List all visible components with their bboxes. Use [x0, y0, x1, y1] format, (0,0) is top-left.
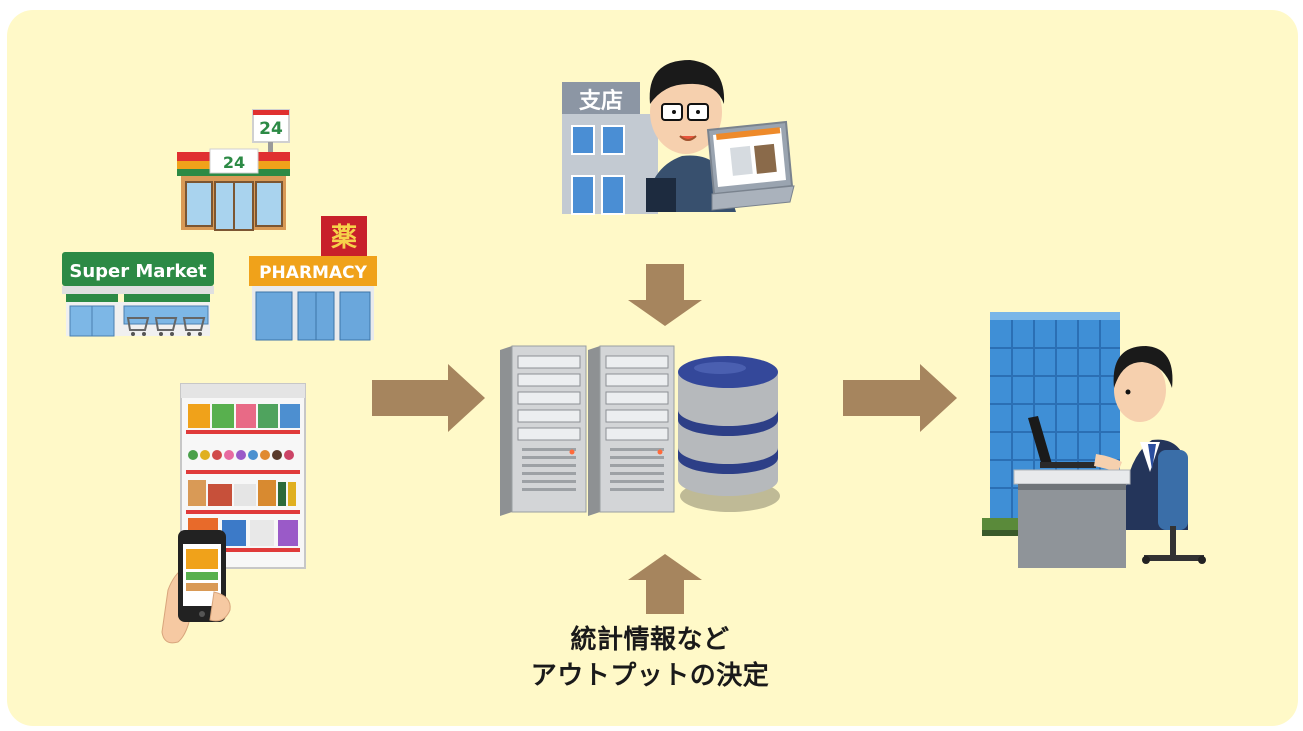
- hq-laptop-icon: [1028, 416, 1122, 472]
- caption-line-1: 統計情報など: [570, 625, 730, 655]
- pharmacy-icon: 薬 PHARMACY: [249, 216, 377, 341]
- supermarket-icon: Super Market: [62, 252, 214, 337]
- server-rack-icon: [500, 345, 587, 516]
- convenience-store-icon: 24 24: [177, 109, 290, 231]
- arrow-up-from-statistics-icon: [628, 554, 702, 614]
- pharmacy-sign-text: PHARMACY: [259, 263, 367, 283]
- branch-office-icon: 支店: [562, 82, 658, 215]
- headquarters-worker-icon: [1113, 346, 1206, 564]
- pharmacy-kanji-sign-text: 薬: [331, 223, 357, 253]
- arrow-down-from-branch-icon: [628, 264, 702, 326]
- branch-sign-text: 支店: [579, 89, 623, 114]
- convenience-roof-sign-text: 24: [223, 153, 245, 172]
- convenience-pole-sign-text: 24: [259, 119, 283, 139]
- smartphone-hand-icon: [161, 530, 231, 644]
- database-icon: [678, 356, 780, 512]
- caption-line-2: アウトプットの決定: [530, 661, 770, 691]
- supermarket-sign-text: Super Market: [69, 261, 207, 282]
- arrow-right-to-headquarters-icon: [843, 364, 957, 432]
- laptop-icon: [706, 120, 795, 211]
- hq-desk-icon: [1013, 469, 1131, 568]
- arrow-right-to-server-icon: [372, 364, 485, 432]
- server-rack-icon-2: [588, 345, 675, 516]
- statistics-caption: 統計情報など アウトプットの決定: [490, 622, 810, 694]
